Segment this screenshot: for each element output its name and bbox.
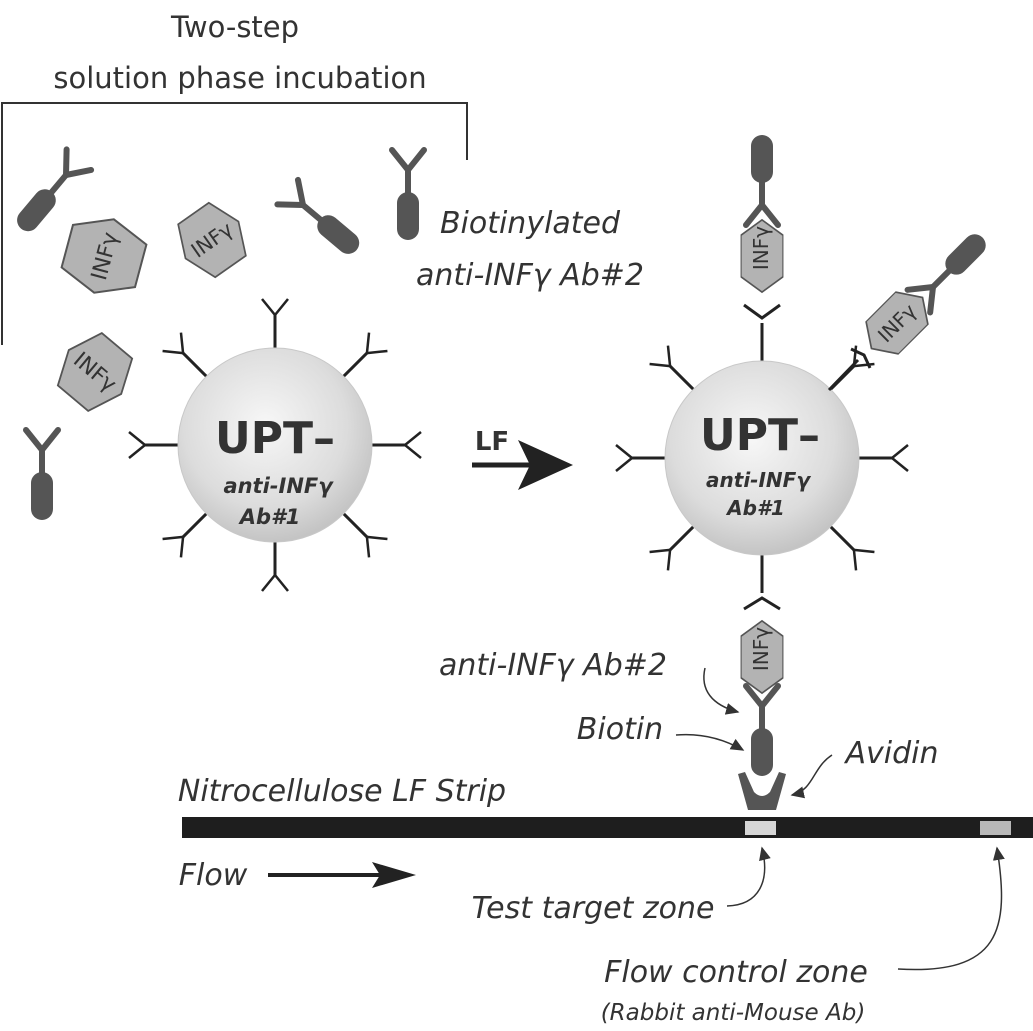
control-zone-sublabel: (Rabbit anti-Mouse Ab) xyxy=(601,1000,866,1026)
biotinylated-antibody xyxy=(277,180,367,262)
control-zone xyxy=(980,821,1011,835)
upt-particle-left: UPT– anti-INFγ Ab#1 xyxy=(127,297,423,593)
lf-label: LF xyxy=(475,427,509,457)
anti-inf-ab2-label: anti-INFγ Ab#2 xyxy=(439,648,667,683)
antigen-infg: INFγ xyxy=(749,226,773,270)
antigen-infg: INFγ xyxy=(166,194,258,286)
incubation-header: Two-step solution phase incubation xyxy=(1,10,468,345)
flow-arrow xyxy=(268,862,416,888)
control-zone-pointer xyxy=(897,846,1005,971)
particle-label-ab: Ab#1 xyxy=(238,505,301,529)
ab2-pointer xyxy=(703,667,740,715)
test-zone-label: Test target zone xyxy=(472,891,715,926)
biotinylated-antibody xyxy=(392,150,424,240)
particle-label-ab: Ab#1 xyxy=(725,496,785,520)
particle-label-anti: anti-INFγ xyxy=(223,474,334,498)
avidin-pointer xyxy=(790,754,833,799)
lf-arrow: LF xyxy=(472,427,573,490)
captured-complex-top: INFγ xyxy=(740,135,784,320)
particle-label-upt: UPT– xyxy=(700,410,820,461)
biotin-pointer xyxy=(675,733,745,751)
incubation-bracket xyxy=(1,102,468,345)
control-zone-label: Flow control zone xyxy=(604,955,868,990)
title-line-1: Two-step xyxy=(170,10,299,44)
antigen-infg: INFγ xyxy=(749,627,773,671)
avidin-label: Avidin xyxy=(843,736,938,771)
particle-label-anti: anti-INFγ xyxy=(706,468,811,492)
particle-label-upt: UPT– xyxy=(215,413,335,464)
test-zone-pointer xyxy=(726,846,771,907)
test-zone xyxy=(745,821,776,835)
biotin-label: Biotin xyxy=(577,712,663,747)
biotinylated-label-1: Biotinylated xyxy=(440,206,621,241)
flow-label: Flow xyxy=(179,858,248,893)
biotinylated-label-2: anti-INFγ Ab#2 xyxy=(416,258,644,293)
nitrocellulose-strip xyxy=(182,817,1033,838)
captured-complex-bottom: INFγ xyxy=(740,596,784,776)
antigen-infg: INFγ xyxy=(45,322,145,422)
antigen-infg: INFγ xyxy=(56,208,152,304)
strip-label: Nitrocellulose LF Strip xyxy=(178,774,506,809)
biotinylated-antibody xyxy=(26,430,58,520)
upt-particle-right: UPT– anti-INFγ Ab#1 INFγ INFγ INFγ xyxy=(614,135,994,776)
captured-complex-right: INFγ xyxy=(827,226,994,392)
avidin-cup xyxy=(738,772,786,810)
title-line-2: solution phase incubation xyxy=(53,61,426,95)
free-reagents: INFγ INFγ INFγ xyxy=(9,149,424,520)
